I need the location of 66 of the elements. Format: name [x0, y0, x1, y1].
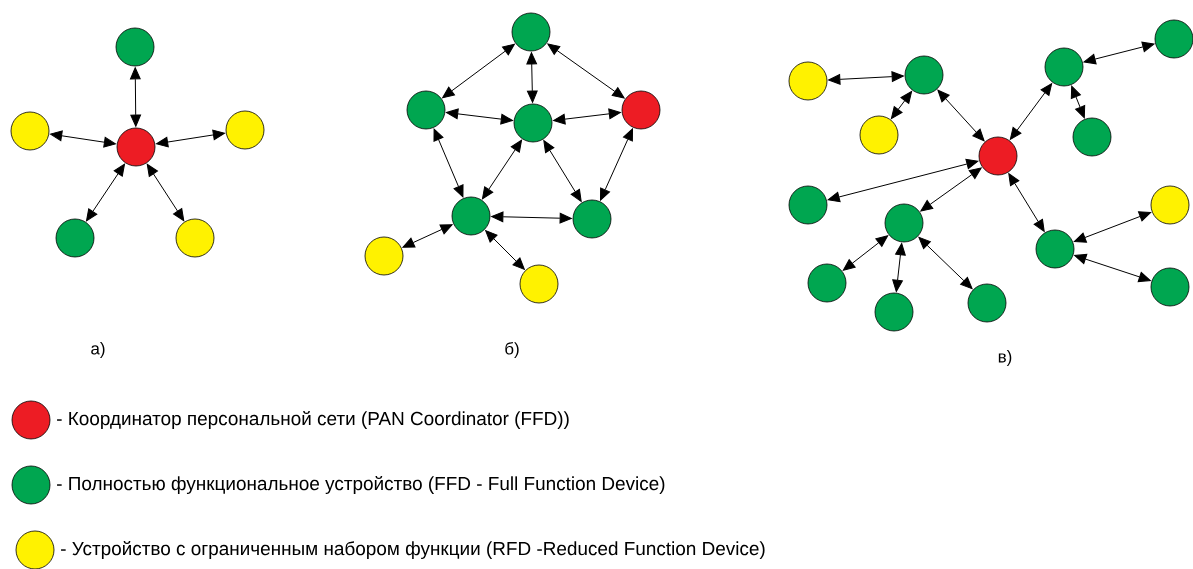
arrow	[402, 224, 453, 248]
arrow	[1074, 253, 1151, 283]
arrow	[600, 128, 633, 201]
arrow	[446, 108, 513, 125]
legend-text: - Полностью функциональное устройство (FFD - Full Function Device)	[57, 476, 665, 494]
device-circle	[967, 283, 1007, 323]
arrow	[86, 163, 125, 222]
arrow	[526, 52, 538, 103]
legend-text: - Устройство с ограниченным набором функции (RFD -Reduced Function Device)	[61, 541, 765, 559]
arrow	[482, 139, 523, 200]
panel-label: б)	[505, 342, 519, 358]
device-circle	[884, 203, 924, 243]
device-circle	[225, 110, 265, 150]
device-circle	[978, 136, 1018, 176]
arrow	[129, 67, 142, 127]
device-circle	[807, 263, 847, 303]
arrow	[1008, 173, 1045, 232]
device-circle	[175, 218, 215, 258]
arrow	[892, 243, 906, 292]
device-circle	[1044, 47, 1084, 87]
arrow	[828, 71, 904, 85]
device-circle	[451, 196, 491, 236]
device-circle	[513, 103, 553, 143]
arrow	[937, 89, 985, 142]
device-circle	[115, 27, 155, 67]
device-circle	[1035, 229, 1075, 269]
arrow	[442, 43, 515, 99]
arrow	[547, 43, 625, 99]
arrow	[491, 211, 572, 224]
panel-label: в)	[998, 350, 1012, 366]
arrow	[543, 140, 582, 202]
device-circle	[1150, 267, 1190, 307]
device-circle	[572, 199, 612, 239]
device-circle	[621, 90, 661, 130]
arrow	[890, 91, 913, 119]
arrow	[1009, 83, 1053, 140]
device-circle	[511, 12, 551, 52]
arrow	[1083, 41, 1155, 65]
device-circle	[874, 292, 914, 332]
arrow	[433, 128, 464, 198]
device-circle	[116, 127, 156, 167]
device-circle	[904, 55, 944, 95]
device-circle	[1072, 117, 1112, 157]
device-circle	[364, 236, 404, 276]
arrow	[146, 163, 185, 222]
device-circle	[55, 218, 95, 258]
arrow	[553, 108, 621, 125]
device-circle	[406, 90, 446, 130]
arrow	[1070, 85, 1086, 119]
device-circle	[788, 185, 828, 225]
panel-label: а)	[91, 342, 105, 358]
arrow	[918, 236, 973, 290]
device-circle	[1154, 19, 1193, 59]
legend-text: - Координатор персональной сети (PAN Coordinator (FFD))	[57, 411, 569, 429]
arrow	[485, 230, 525, 270]
arrow	[49, 130, 117, 148]
arrow	[920, 167, 982, 212]
arrow	[842, 235, 889, 271]
arrow	[1073, 211, 1152, 243]
arrow	[827, 158, 979, 203]
arrow	[155, 129, 226, 148]
device-circle	[10, 111, 50, 151]
device-circle	[788, 61, 828, 101]
device-circle	[519, 264, 559, 304]
device-circle	[859, 115, 899, 155]
device-circle	[1150, 185, 1190, 225]
